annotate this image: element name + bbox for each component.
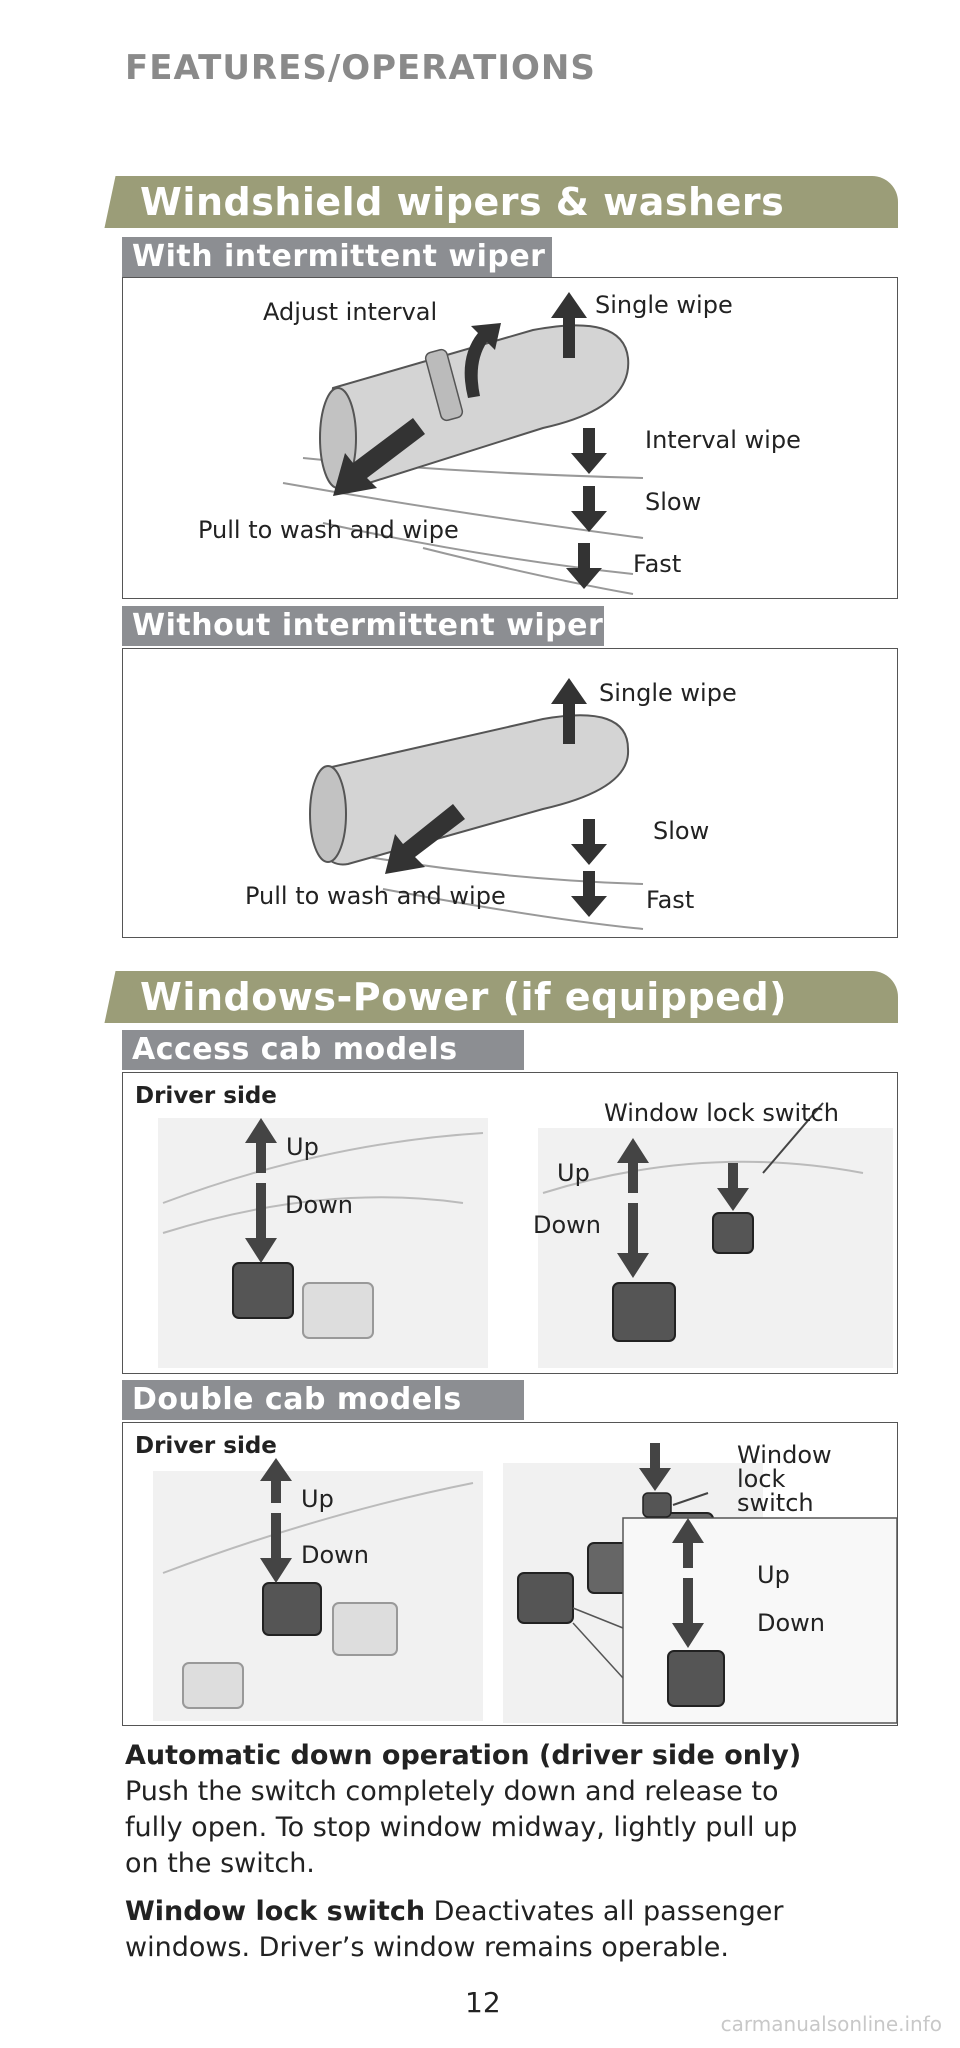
- lock-line-1-rest: Deactivates all passenger: [434, 1896, 784, 1927]
- page-number: 12: [465, 1986, 501, 2019]
- driver-side-label: Driver side: [135, 1083, 277, 1109]
- slow-label: Slow: [645, 488, 701, 516]
- up-left-label: Up: [286, 1133, 319, 1161]
- window-lock-switch-label-2: Window lock switch: [737, 1443, 832, 1515]
- driver-side-label-2: Driver side: [135, 1433, 277, 1459]
- intermittent-wiper-diagram: Adjust interval Single wipe Interval wip…: [122, 277, 898, 599]
- slow-label-2: Slow: [653, 817, 709, 845]
- up-left-label-2: Up: [301, 1485, 334, 1513]
- lock-line-3: switch: [737, 1491, 832, 1515]
- down-right-label-2: Down: [757, 1609, 825, 1637]
- non-intermittent-wiper-diagram: Single wipe Slow Fast Pull to wash and w…: [122, 648, 898, 938]
- auto-down-line-3: on the switch.: [125, 1846, 885, 1882]
- fast-label: Fast: [633, 550, 681, 578]
- fast-label-2: Fast: [646, 886, 694, 914]
- non-intermittent-heading: Without intermittent wiper: [122, 606, 604, 646]
- auto-down-paragraph: Automatic down operation (driver side on…: [125, 1738, 885, 1882]
- access-cab-heading: Access cab models: [122, 1030, 524, 1070]
- lock-line-2-text: windows. Driver’s window remains operabl…: [125, 1930, 885, 1966]
- windows-title: Windows-Power (if equipped): [118, 971, 898, 1023]
- wipers-title: Windshield wipers & washers: [118, 176, 898, 228]
- window-lock-switch-label: Window lock switch: [604, 1099, 839, 1127]
- intermittent-heading: With intermittent wiper: [122, 237, 552, 277]
- wiper-lever-illustration-2: [123, 649, 899, 939]
- access-cab-diagram: Driver side Up Down Window lock switch U…: [122, 1072, 898, 1374]
- pull-to-wash-label-2: Pull to wash and wipe: [245, 882, 506, 910]
- double-cab-heading: Double cab models: [122, 1380, 524, 1420]
- lock-heading: Window lock switch: [125, 1896, 425, 1927]
- watermark: carmanualsonline.info: [721, 2012, 942, 2036]
- interval-wipe-label: Interval wipe: [645, 426, 801, 454]
- adjust-interval-label: Adjust interval: [263, 298, 437, 326]
- lock-paragraph: Window lock switch Deactivates all passe…: [125, 1894, 885, 1966]
- lock-line-1: Window: [737, 1443, 832, 1467]
- section-header: FEATURES/OPERATIONS: [125, 48, 596, 88]
- lock-line-2: lock: [737, 1467, 832, 1491]
- down-left-label: Down: [285, 1191, 353, 1219]
- down-left-label-2: Down: [301, 1541, 369, 1569]
- up-right-label: Up: [557, 1159, 590, 1187]
- auto-down-line-1: Push the switch completely down and rele…: [125, 1774, 885, 1810]
- pull-to-wash-label: Pull to wash and wipe: [198, 516, 459, 544]
- auto-down-heading: Automatic down operation (driver side on…: [125, 1740, 801, 1771]
- up-right-label-2: Up: [757, 1561, 790, 1589]
- auto-down-line-2: fully open. To stop window midway, light…: [125, 1810, 885, 1846]
- down-right-label: Down: [533, 1211, 601, 1239]
- double-cab-diagram: Driver side Up Down Window lock switch U…: [122, 1422, 898, 1726]
- single-wipe-label-2: Single wipe: [599, 679, 737, 707]
- single-wipe-label: Single wipe: [595, 291, 733, 319]
